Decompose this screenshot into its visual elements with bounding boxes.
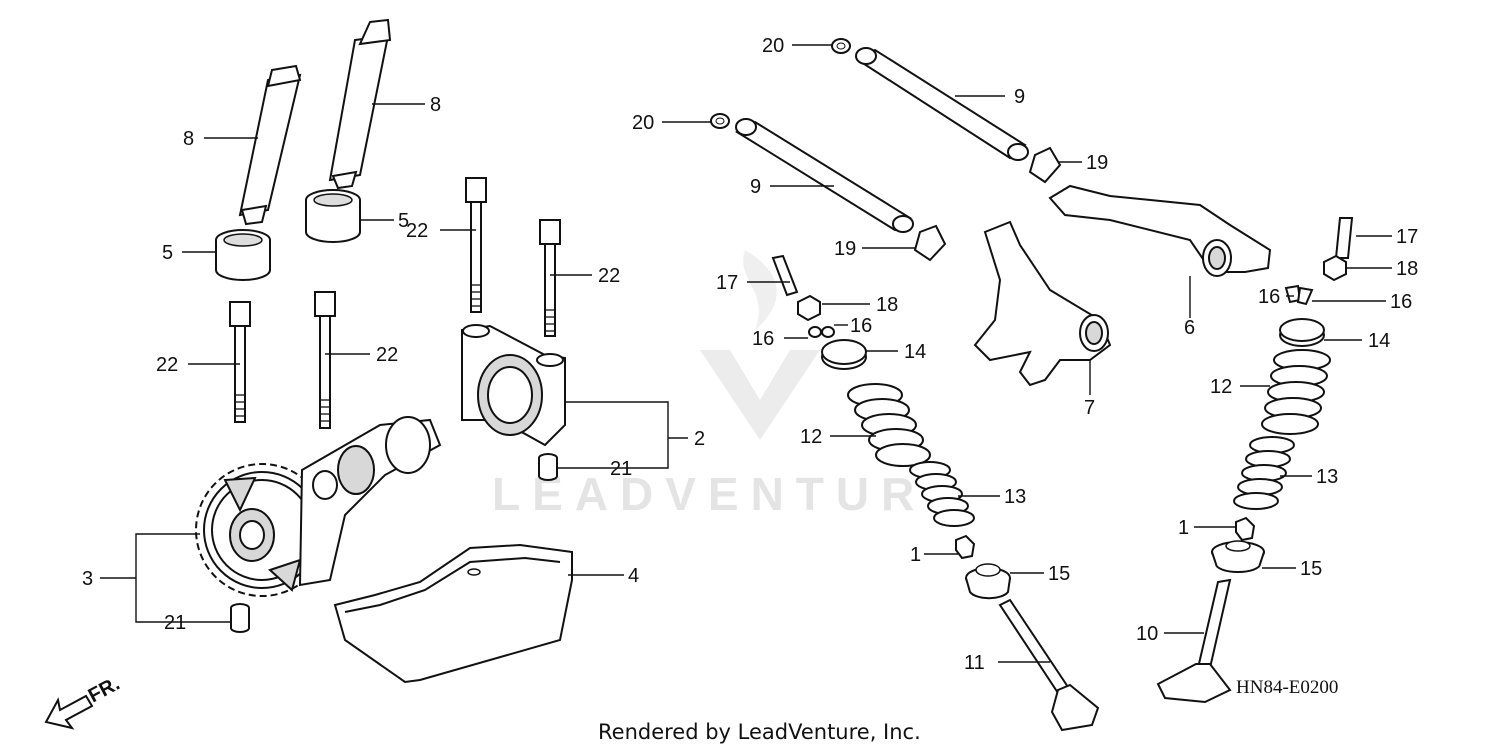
callout-11: 11	[964, 652, 985, 674]
callout-18-middle: 18	[876, 294, 898, 316]
adjust-screw-17b	[1334, 217, 1354, 259]
locknut-18a	[797, 294, 821, 322]
callout-21-holder: 21	[610, 458, 632, 480]
callout-6: 6	[1184, 317, 1195, 339]
callout-7: 7	[1084, 397, 1095, 419]
camshaft	[298, 416, 442, 587]
rocker-arm-6	[1048, 184, 1272, 277]
cotter-16a	[808, 326, 835, 338]
callout-14-right: 14	[1368, 330, 1390, 352]
pushrod-left	[238, 64, 302, 226]
washer-20b	[710, 113, 730, 129]
callout-20-upper: 20	[762, 35, 784, 57]
front-direction-arrow: FR.	[44, 673, 123, 730]
seal-1a	[955, 534, 976, 560]
bolt-left-1	[229, 301, 251, 423]
callout-8-right: 8	[430, 94, 441, 116]
spring-outer-12a	[847, 383, 931, 467]
callout-22-d: 22	[598, 265, 620, 287]
diagram-code: HN84-E0200	[1236, 677, 1338, 698]
callout-19-lower: 19	[834, 238, 856, 260]
tappet-left	[215, 229, 271, 281]
callout-16-right-b: 16	[1390, 291, 1412, 313]
callout-22-a: 22	[156, 354, 178, 376]
seal-1b	[1235, 516, 1256, 542]
spring-inner-13a	[909, 461, 975, 527]
watermark-text: LEADVENTURE	[492, 468, 969, 520]
callout-21-left: 21	[164, 612, 186, 634]
rocker-shaft-lower	[735, 118, 914, 233]
callout-15-right: 15	[1300, 558, 1322, 580]
callout-14-middle: 14	[904, 341, 926, 363]
locknut-18b	[1323, 254, 1347, 282]
seat-15b	[1211, 540, 1265, 573]
oring-19a	[1028, 146, 1062, 184]
callout-13-middle: 13	[1004, 486, 1026, 508]
washer-20a	[831, 38, 851, 54]
cotter-16b	[1284, 284, 1314, 306]
leader-lines	[100, 44, 1392, 663]
callout-3: 3	[82, 568, 93, 590]
callout-9-lower: 9	[750, 176, 761, 198]
callout-17-middle: 17	[716, 272, 738, 294]
tappet-right	[305, 189, 361, 243]
callout-17-right: 17	[1396, 226, 1418, 248]
callout-13-right: 13	[1316, 466, 1338, 488]
callout-19-upper: 19	[1086, 152, 1108, 174]
callout-20-lower: 20	[632, 112, 654, 134]
callout-22-b: 22	[376, 344, 398, 366]
spring-outer-12b	[1261, 349, 1331, 435]
callout-16-middle-b: 16	[850, 315, 872, 337]
callout-2: 2	[694, 428, 705, 450]
bolt-holder-1	[465, 177, 487, 313]
callout-9-upper: 9	[1014, 86, 1025, 108]
spring-inner-13b	[1233, 436, 1295, 510]
callout-8-left: 8	[183, 128, 194, 150]
dowel-pin-holder	[538, 453, 558, 481]
callout-5-left: 5	[162, 242, 173, 264]
render-credit: Rendered by LeadVenture, Inc.	[598, 720, 921, 744]
callout-16-right-a: 16	[1258, 286, 1280, 308]
seat-15a	[965, 563, 1011, 600]
callout-18-right: 18	[1396, 258, 1418, 280]
callout-1-middle: 1	[910, 544, 921, 566]
callout-12-right: 12	[1210, 376, 1232, 398]
watermark-logo	[700, 250, 820, 440]
valve-10	[1156, 578, 1232, 704]
oil-separator-plate	[333, 543, 573, 684]
callout-5-right: 5	[398, 210, 409, 232]
cam-sprocket	[195, 463, 329, 597]
oring-19b	[913, 224, 947, 262]
callout-16-middle-a: 16	[752, 328, 774, 350]
rocker-arm-7	[973, 220, 1112, 387]
retainer-14b	[1279, 318, 1325, 347]
callout-4: 4	[628, 565, 639, 587]
rocker-shaft-upper	[855, 47, 1029, 161]
callout-15-middle: 15	[1048, 563, 1070, 585]
callout-22-c: 22	[406, 220, 428, 242]
retainer-14a	[821, 339, 867, 370]
dowel-pin-left	[230, 603, 250, 633]
callout-1-right: 1	[1178, 517, 1189, 539]
bolt-left-2	[314, 291, 336, 429]
callout-10: 10	[1136, 623, 1158, 645]
callout-12-middle: 12	[800, 426, 822, 448]
camshaft-holder	[461, 324, 566, 447]
pushrod-right	[328, 18, 392, 190]
valve-11	[998, 598, 1100, 732]
bolt-holder-2	[539, 219, 561, 337]
